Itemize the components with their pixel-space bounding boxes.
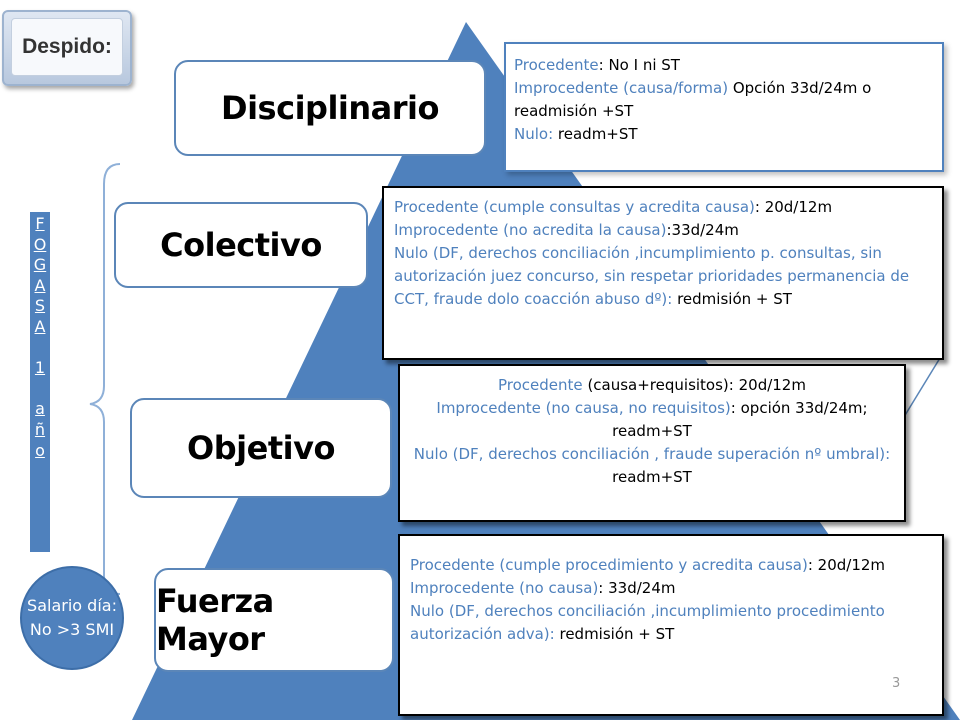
objetivo-improcedente-label: Improcedente (no causa, no requisitos): [436, 399, 731, 417]
objetivo-procedente-line: Procedente (causa+requisitos): 20d/12m: [410, 374, 894, 397]
disciplinario-info-box: Procedente: No I ni ST Improcedente (cau…: [504, 42, 944, 172]
objetivo-nulo-label: Nulo (DF, derechos conciliación , fraude…: [413, 445, 891, 463]
fuerza-mayor-nulo-label: Nulo (DF, derechos conciliación ,incumpl…: [410, 602, 885, 643]
colectivo-nulo-line: Nulo (DF, derechos conciliación ,incumpl…: [394, 242, 932, 311]
colectivo-procedente-value: : 20d/12m: [754, 198, 833, 216]
fogasa-letter: a: [35, 399, 45, 419]
category-objetivo: Objetivo: [130, 398, 392, 498]
disciplinario-nulo-value: readm+ST: [553, 125, 638, 143]
disciplinario-procedente-label: Procedente: [514, 56, 599, 74]
colectivo-nulo-label: Nulo (DF, derechos conciliación ,incumpl…: [394, 244, 910, 308]
disciplinario-procedente-value: : No I ni ST: [598, 56, 680, 74]
fuerza-mayor-nulo-value: redmisión + ST: [554, 625, 675, 643]
fuerza-mayor-improcedente-line: Improcedente (no causa): 33d/24m: [410, 577, 932, 600]
colectivo-improcedente-value: :33d/24m: [666, 221, 739, 239]
objetivo-improcedente-line: Improcedente (no causa, no requisitos): …: [410, 397, 894, 443]
colectivo-procedente-line: Procedente (cumple consultas y acredita …: [394, 196, 932, 219]
category-fuerza-mayor: Fuerza Mayor: [154, 568, 394, 672]
objetivo-info-box: Procedente (causa+requisitos): 20d/12m I…: [398, 364, 906, 522]
fogasa-letter: A: [34, 275, 46, 295]
fogasa-letter: 1: [34, 358, 46, 378]
fuerza-mayor-nulo-line: Nulo (DF, derechos conciliación ,incumpl…: [410, 600, 932, 646]
page-title: Despido:: [22, 35, 112, 58]
fogasa-letter: F: [35, 214, 45, 233]
fuerza-mayor-procedente-line: Procedente (cumple procedimiento y acred…: [410, 554, 932, 577]
category-disciplinario: Disciplinario: [174, 60, 486, 156]
objetivo-nulo-line: Nulo (DF, derechos conciliación , fraude…: [410, 443, 894, 489]
colectivo-improcedente-label: Improcedente (no acredita la causa): [394, 221, 667, 239]
title-box: Despido:: [2, 10, 132, 86]
disciplinario-improcedente-line: Improcedente (causa/forma) Opción 33d/24…: [514, 77, 934, 100]
fogasa-letter: G: [33, 255, 47, 275]
colectivo-procedente-label: Procedente (cumple consultas y acredita …: [394, 198, 755, 216]
disciplinario-procedente-line: Procedente: No I ni ST: [514, 54, 934, 77]
category-colectivo: Colectivo: [114, 202, 368, 288]
colectivo-info-box: Procedente (cumple consultas y acredita …: [382, 186, 944, 360]
fogasa-letter: S: [34, 296, 46, 316]
colectivo-improcedente-line: Improcedente (no acredita la causa):33d/…: [394, 219, 932, 242]
objetivo-nulo-value: readm+ST: [612, 468, 692, 486]
colectivo-nulo-value: redmisión + ST: [672, 290, 792, 308]
salary-circle: Salario día: No >3 SMI: [20, 566, 124, 670]
disciplinario-nulo-line: Nulo: readm+ST: [514, 123, 934, 146]
fuerza-mayor-improcedente-value: : 33d/24m: [598, 579, 676, 597]
fogasa-letter: A: [34, 316, 46, 336]
objetivo-procedente-label: Procedente: [498, 376, 588, 394]
fuerza-mayor-procedente-value: : 20d/12m: [807, 556, 886, 574]
title-inner: Despido:: [11, 18, 123, 76]
fuerza-mayor-improcedente-label: Improcedente (no causa): [410, 579, 599, 597]
objetivo-improcedente-value: : opción 33d/24m; readm+ST: [612, 399, 868, 440]
page-number: 3: [892, 676, 901, 691]
fogasa-letter: O: [33, 234, 47, 254]
disciplinario-improcedente-value: Opción 33d/24m o: [732, 79, 872, 97]
fogasa-letter: ñ: [34, 419, 46, 439]
disciplinario-nulo-label: Nulo:: [514, 125, 554, 143]
fuerza-mayor-procedente-label: Procedente (cumple procedimiento y acred…: [410, 556, 808, 574]
salary-text: Salario día: No >3 SMI: [27, 596, 117, 639]
fogasa-letter: o: [35, 440, 45, 460]
fogasa-vertical-label: F O G A S A 1 a ñ o: [30, 212, 50, 552]
fuerza-mayor-info-box: Procedente (cumple procedimiento y acred…: [398, 534, 944, 716]
disciplinario-readmision-line: readmisión +ST: [514, 102, 634, 120]
disciplinario-improcedente-label: Improcedente (causa/forma): [514, 79, 733, 97]
objetivo-procedente-value: (causa+requisitos): 20d/12m: [587, 376, 806, 394]
